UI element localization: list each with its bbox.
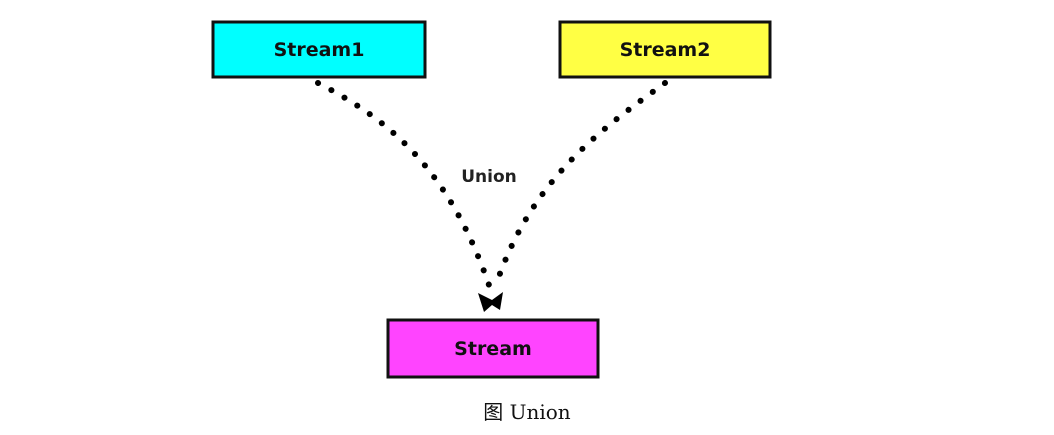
node-stream2: Stream2 bbox=[558, 20, 772, 79]
node-stream2-box bbox=[558, 20, 772, 79]
union-diagram: Union Stream1 Stream2 Stream bbox=[211, 20, 772, 379]
node-stream-box bbox=[386, 318, 600, 379]
node-stream1: Stream1 bbox=[211, 20, 427, 79]
node-stream-label: Stream bbox=[454, 338, 532, 360]
arrowhead-icon bbox=[478, 292, 503, 312]
node-stream1-box bbox=[211, 20, 427, 79]
node-stream2-label: Stream2 bbox=[620, 39, 711, 61]
edge-stream1-to-stream bbox=[315, 80, 493, 291]
node-stream1-label: Stream1 bbox=[274, 39, 365, 61]
edge-label: Union bbox=[461, 167, 517, 187]
node-stream: Stream bbox=[386, 318, 600, 379]
figure-caption: 图 Union bbox=[483, 400, 571, 424]
edge-stream2-to-stream bbox=[492, 80, 668, 291]
